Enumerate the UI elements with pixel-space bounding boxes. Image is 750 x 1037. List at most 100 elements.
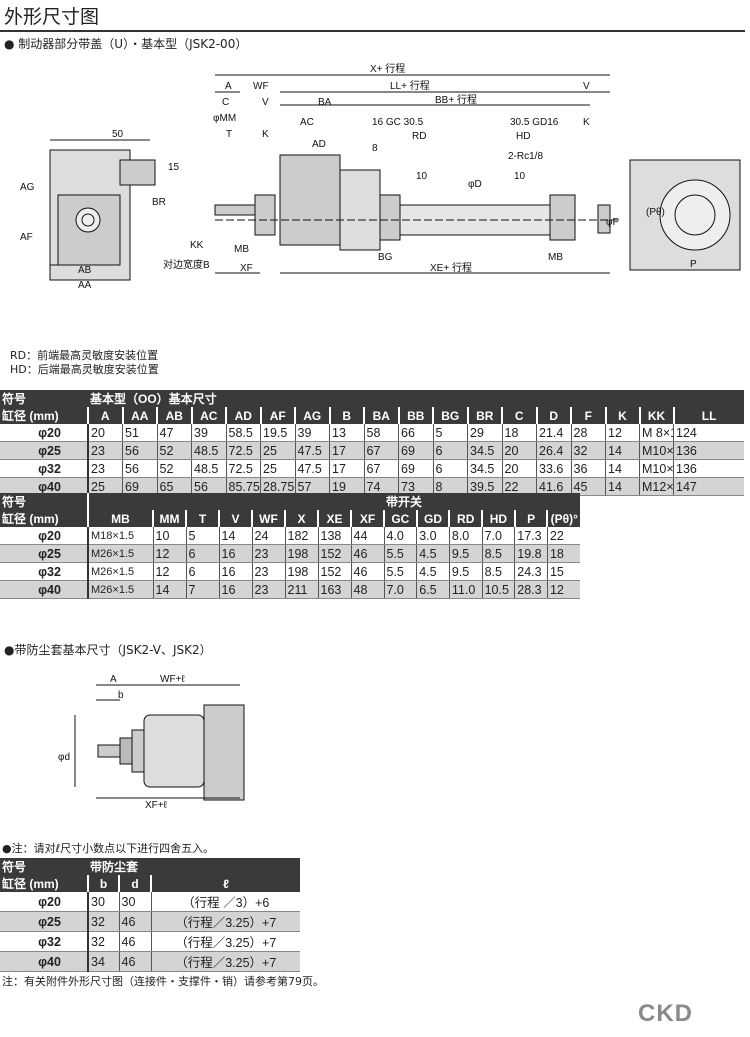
column-header: BB xyxy=(397,407,433,424)
table-cell: 17 xyxy=(329,459,364,478)
table-cell: 72.5 xyxy=(225,441,261,460)
column-header: X xyxy=(284,510,318,527)
table-cell: 136 xyxy=(672,441,744,460)
label-xe-stroke: XE+ 行程 xyxy=(430,261,472,274)
table-cell: 7.0 xyxy=(481,527,515,545)
table-cell: 20 xyxy=(501,459,537,478)
table-cell: 15 xyxy=(546,562,581,581)
table-cell: 25 xyxy=(260,459,295,478)
table-cell: M26×1.5 xyxy=(87,544,153,563)
table-cell: 10 xyxy=(152,527,186,545)
table-cell: 17 xyxy=(329,441,364,460)
table-cell: 19.5 xyxy=(260,424,295,442)
label-mm: φMM xyxy=(213,113,236,124)
label-kk: KK xyxy=(190,240,204,251)
table-cell: 24 xyxy=(251,527,285,545)
table-cell: 25 xyxy=(87,477,123,496)
table-cell: 8.0 xyxy=(448,527,483,545)
section2-title: ●带防尘套基本尺寸（JSK2-V、JSK2） xyxy=(4,643,212,657)
table-cell: 163 xyxy=(317,580,351,599)
dimension-drawing: X+ 行程 LL+ 行程 BB+ 行程 A WF V C V BA φMM T … xyxy=(20,62,741,291)
table-cell: 14 xyxy=(218,527,252,545)
table-cell: 47.5 xyxy=(294,459,330,478)
table-cell: M26×1.5 xyxy=(87,580,153,599)
table-cell: 67 xyxy=(363,441,399,460)
table-cell: 5.5 xyxy=(383,544,417,563)
table-cell: 29 xyxy=(467,424,502,442)
table-cell: 48 xyxy=(350,580,384,599)
table-cell: 6 xyxy=(185,544,219,563)
table-cell: M18×1.5 xyxy=(87,527,153,545)
note-rounding: ●注：请对ℓ尺寸小数点以下进行四舍五入。 xyxy=(2,842,215,855)
table-cell: 52 xyxy=(156,441,192,460)
table-cell: 28.75 xyxy=(260,477,295,496)
column-header: MM xyxy=(152,510,186,527)
table-cell: 23 xyxy=(87,441,123,460)
table-cell: 52 xyxy=(156,459,192,478)
table-cell: 198 xyxy=(284,544,318,563)
column-header: AD xyxy=(225,407,261,424)
corner-bore: 缸径 (mm) xyxy=(0,875,88,892)
label-15: 15 xyxy=(168,162,180,173)
table-cell: 36 xyxy=(570,459,606,478)
section1-title: ● 制动器部分带盖（U）・基本型（JSK2-00） xyxy=(4,37,248,51)
table-cell: 4.0 xyxy=(383,527,417,545)
bore-cell: φ32 xyxy=(0,931,89,952)
table-cell: 8.5 xyxy=(481,544,515,563)
label-50: 50 xyxy=(112,129,124,140)
table-cell: 11.0 xyxy=(448,580,483,599)
column-header: BA xyxy=(363,407,399,424)
column-header: RD xyxy=(448,510,483,527)
table-cell: 46 xyxy=(118,931,151,952)
table-cell: 136 xyxy=(672,459,744,478)
bore-cell: φ40 xyxy=(0,477,89,496)
table-cell: 4.5 xyxy=(416,562,450,581)
table-cell: M 8×1.0 xyxy=(639,424,674,442)
table-cell: 46 xyxy=(350,544,384,563)
table-cell: 56 xyxy=(122,459,157,478)
table-cell: 30 xyxy=(87,892,119,912)
table-cell: 34.5 xyxy=(467,459,502,478)
table-cell: 23 xyxy=(251,544,285,563)
column-header: MB xyxy=(87,510,153,527)
table-cell: 14 xyxy=(605,441,640,460)
column-header: AC xyxy=(190,407,226,424)
table-cell: 8 xyxy=(432,477,468,496)
table-cell: 16 xyxy=(218,562,252,581)
column-header: A xyxy=(87,407,123,424)
column-header: AG xyxy=(294,407,330,424)
dust-boot-drawing: A WF+ℓ b φd XF+ℓ xyxy=(58,674,245,811)
column-header: LL xyxy=(672,407,744,424)
brake-unit xyxy=(279,154,341,246)
table-cell: 6 xyxy=(432,459,468,478)
table-cell: M10×1.25 xyxy=(639,441,674,460)
table-cell: 46 xyxy=(350,562,384,581)
label-rc: 2-Rc1/8 xyxy=(508,151,543,162)
label-flat: 对边宽度B xyxy=(163,258,210,271)
table-cell: 198 xyxy=(284,562,318,581)
table-cell: 66 xyxy=(398,424,433,442)
label-ba: BA xyxy=(318,97,332,108)
label-bg: BG xyxy=(378,252,393,263)
table-cell: 30 xyxy=(118,892,151,912)
column-header: d xyxy=(118,875,151,892)
footer-note: 注：有关附件外形尺寸图（连接件・支撑件・销）请参考第79页。 xyxy=(2,975,324,988)
label-af: AF xyxy=(20,232,33,243)
table-cell: 67 xyxy=(363,459,399,478)
bellows xyxy=(143,714,205,788)
bore-cell: φ20 xyxy=(0,527,89,545)
ckd-logo: CKD xyxy=(638,1000,693,1027)
label-wf-l: WF+ℓ xyxy=(160,674,185,685)
table-cell: （行程／3.25）+7 xyxy=(150,911,301,932)
table-cell: 152 xyxy=(317,544,351,563)
column-header: WF xyxy=(251,510,285,527)
table-cell: 39 xyxy=(191,424,226,442)
table-cell: 14 xyxy=(605,477,640,496)
